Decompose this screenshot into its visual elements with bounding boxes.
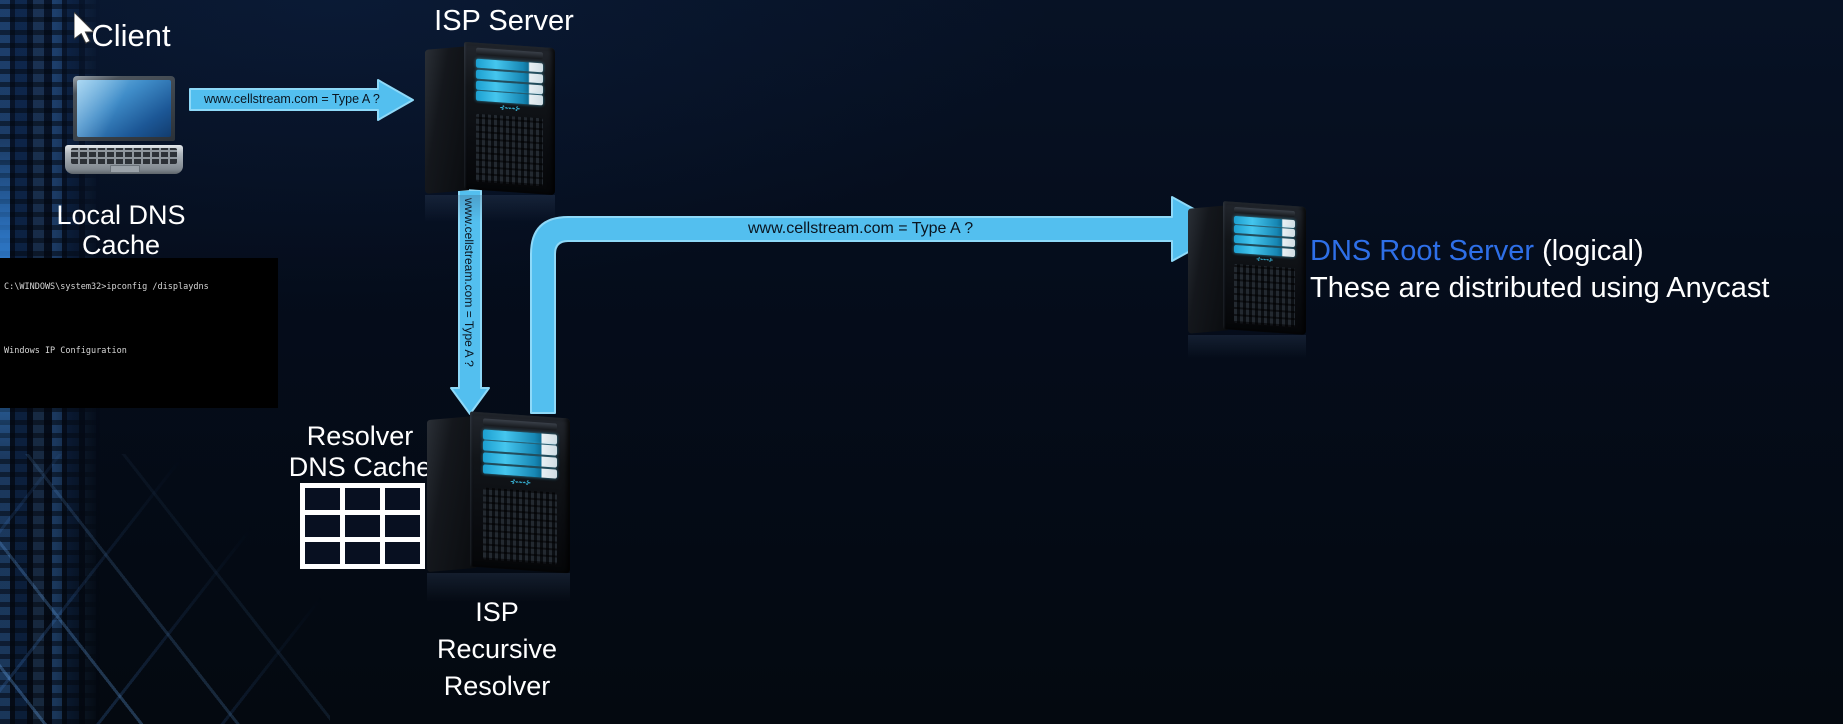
arrow-label-isp-to-resolver: www.cellstream.com = Type A ? — [462, 198, 476, 367]
dns-root-server-title-suffix: (logical) — [1534, 235, 1644, 267]
resolver-dns-cache-label: Resolver DNS Cache — [288, 421, 432, 482]
ipconfig-displaydns-terminal: C:\WINDOWS\system32>ipconfig /displaydns… — [0, 258, 278, 408]
arrow-client-to-isp — [189, 79, 414, 121]
arrow-isp-to-resolver — [450, 189, 490, 415]
isp-server-label: ISP Server — [434, 5, 574, 37]
dns-cache-grid-icon — [300, 483, 425, 569]
isp-recursive-resolver-label: ISP Recursive Resolver — [436, 597, 558, 701]
terminal-line: Windows IP Configuration — [4, 346, 127, 356]
dns-root-server-title-line: DNS Root Server (logical) — [1310, 233, 1769, 270]
terminal-line — [4, 378, 278, 390]
laptop-base — [65, 144, 183, 174]
anycast-note: These are distributed using Anycast — [1310, 272, 1770, 304]
laptop-screen — [73, 76, 175, 141]
laptop-icon — [65, 76, 183, 174]
background-diagonal-streaks — [0, 454, 330, 724]
terminal-line — [4, 314, 278, 326]
dns-root-server-tower-icon: ⊰⌁⌁⌁⊱ — [1188, 201, 1306, 364]
dns-root-server-caption: DNS Root Server (logical) These are dist… — [1310, 233, 1769, 307]
dns-root-server-title: DNS Root Server — [1310, 235, 1535, 267]
local-dns-cache-label: Local DNS Cache — [56, 200, 186, 260]
arrow-label-client-to-isp: www.cellstream.com = Type A ? — [204, 92, 380, 106]
terminal-line: C:\WINDOWS\system32>ipconfig /displaydns — [4, 282, 209, 292]
recursive-resolver-tower-icon: ⊰⌁⌁⌁⊱ — [427, 411, 570, 609]
arrow-label-resolver-to-root: www.cellstream.com = Type A ? — [748, 220, 974, 237]
client-label: Client — [91, 18, 171, 53]
mouse-cursor-icon — [74, 12, 96, 44]
isp-server-tower-icon: ⊰⌁⌁⌁⊱ — [425, 41, 555, 229]
